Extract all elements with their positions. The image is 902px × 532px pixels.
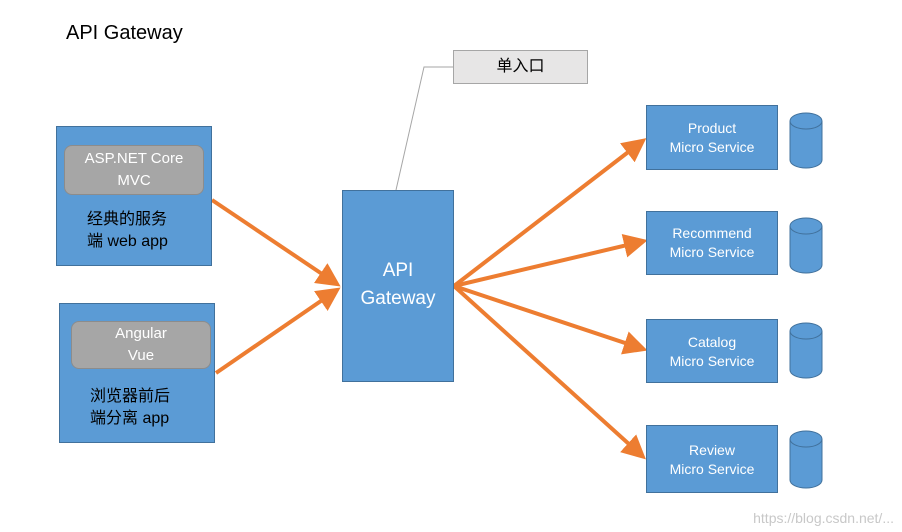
- arrow-gateway-to-catalog: [453, 284, 648, 355]
- arrow-gateway-to-recommend: [453, 234, 648, 288]
- client-tech-label-aspnet: ASP.NET Core MVC: [64, 145, 204, 195]
- client-box-spa: Angular Vue 浏览器前后 端分离 app: [59, 303, 215, 443]
- service-type: Micro Service: [669, 353, 755, 369]
- arrow-client-1-to-gateway: [210, 198, 341, 287]
- service-label-product: Product Micro Service: [647, 119, 777, 157]
- client-box-aspnet: ASP.NET Core MVC 经典的服务 端 web app: [56, 126, 212, 266]
- callout-leader-line: [395, 66, 453, 191]
- service-box-product: Product Micro Service: [646, 105, 778, 170]
- client-tech-label-spa: Angular Vue: [71, 321, 211, 369]
- api-gateway-label: API Gateway: [343, 257, 453, 313]
- arrow-gateway-to-product: [452, 138, 647, 288]
- service-type: Micro Service: [669, 139, 755, 155]
- single-entry-callout: 单入口: [453, 50, 588, 84]
- client-caption-line-2: 端分离 app: [90, 410, 170, 427]
- service-label-review: Review Micro Service: [647, 441, 777, 479]
- service-name: Review: [689, 442, 735, 458]
- client-caption-line-1: 浏览器前后: [90, 388, 171, 405]
- service-label-catalog: Catalog Micro Service: [647, 333, 777, 371]
- database-icon-product: [789, 112, 823, 169]
- client-caption-line-2: 端 web app: [87, 233, 168, 250]
- diagram-title: API Gateway: [66, 22, 183, 44]
- client-caption-line-1: 经典的服务: [87, 211, 168, 228]
- service-type: Micro Service: [669, 244, 755, 260]
- api-gateway-line-2: Gateway: [360, 288, 436, 309]
- client-tech-line-2: Vue: [127, 347, 155, 364]
- service-label-recommend: Recommend Micro Service: [647, 224, 777, 262]
- api-gateway-box: API Gateway: [342, 190, 454, 382]
- watermark-text: https://blog.csdn.net/...: [753, 510, 894, 526]
- client-caption-spa: 浏览器前后 端分离 app: [90, 386, 170, 430]
- service-name: Catalog: [687, 334, 737, 350]
- api-gateway-line-1: API: [382, 260, 414, 281]
- arrow-gateway-to-review: [452, 284, 646, 460]
- database-icon-catalog: [789, 322, 823, 379]
- client-caption-aspnet: 经典的服务 端 web app: [87, 209, 168, 253]
- service-name: Product: [687, 120, 737, 136]
- service-name: Recommend: [672, 225, 752, 241]
- database-icon-recommend: [789, 217, 823, 274]
- service-type: Micro Service: [669, 461, 755, 477]
- service-box-recommend: Recommend Micro Service: [646, 211, 778, 275]
- client-tech-line-1: ASP.NET Core: [84, 150, 184, 167]
- service-box-catalog: Catalog Micro Service: [646, 319, 778, 383]
- client-tech-line-1: Angular: [115, 325, 167, 342]
- arrow-client-2-to-gateway: [214, 287, 341, 375]
- client-tech-line-2: MVC: [117, 172, 151, 189]
- service-box-review: Review Micro Service: [646, 425, 778, 493]
- database-icon-review: [789, 430, 823, 489]
